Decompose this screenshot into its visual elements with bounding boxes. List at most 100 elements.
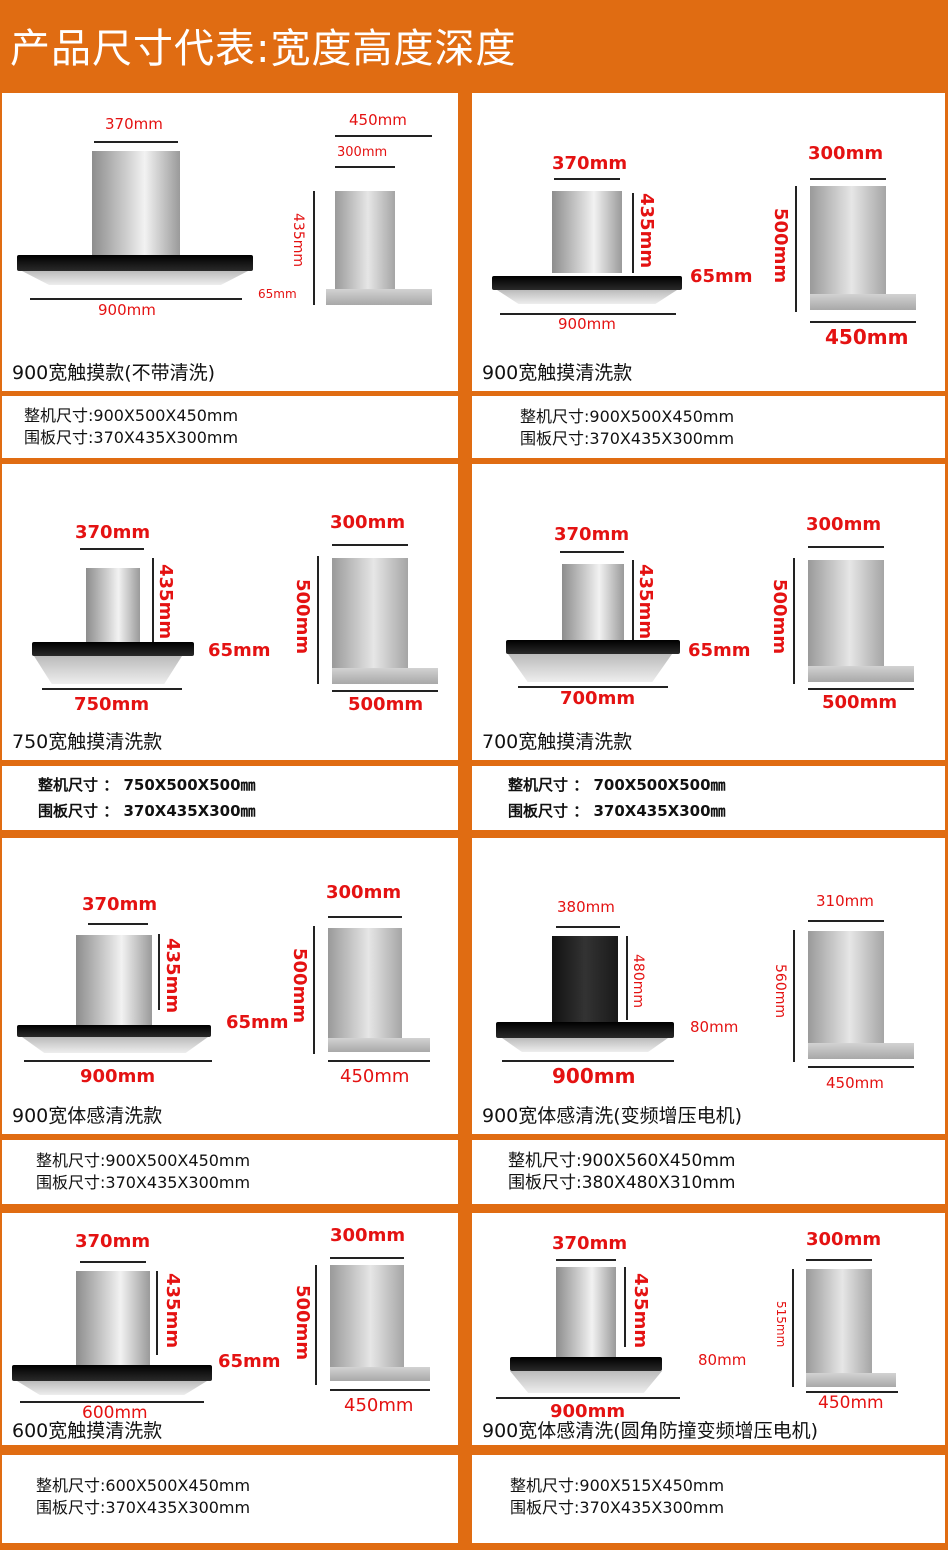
hood-canopy <box>22 271 248 285</box>
hood-base-side <box>328 1038 430 1052</box>
panel-size: 围板尺寸:370X435X300mm <box>24 428 239 447</box>
dimension-line <box>30 298 242 300</box>
dimension-line <box>632 193 634 273</box>
chimney-height-label: 435mm <box>636 193 657 269</box>
product-caption: 900宽体感清洗(变频增压电机) <box>482 1105 743 1127</box>
dimension-line <box>795 186 797 312</box>
chimney-front <box>552 191 622 273</box>
product-image-cell: 380mm 480mm 80mm 900mm 310mm 560mm 450mm… <box>472 838 945 1134</box>
hood-canopy <box>22 1037 208 1053</box>
dimension-line <box>328 1060 430 1062</box>
panel-size: 围板尺寸:380X480X310mm <box>508 1173 736 1193</box>
panel-height-label: 65mm <box>688 640 751 661</box>
dimension-line <box>518 686 668 688</box>
dimension-line <box>88 923 148 925</box>
chimney-depth-label: 310mm <box>816 892 874 910</box>
product-image-cell: 370mm 435mm 65mm 700mm 300mm 500mm 500mm… <box>472 464 945 760</box>
dimension-line <box>335 166 395 168</box>
chimney-front <box>552 936 618 1022</box>
product-caption: 750宽触摸清洗款 <box>12 731 163 753</box>
total-width-label: 900mm <box>550 1401 626 1422</box>
hood-base-side <box>808 666 914 682</box>
chimney-front <box>92 151 180 259</box>
dimension-line <box>156 1271 158 1355</box>
machine-size: 整机尺寸:900X500X450mm <box>36 1151 251 1170</box>
hood-canopy <box>497 290 677 304</box>
machine-size: 整机尺寸:900X515X450mm <box>510 1476 725 1495</box>
chimney-depth-label: 300mm <box>330 1225 406 1246</box>
total-width-label: 600mm <box>82 1403 148 1423</box>
chimney-side <box>328 928 402 1038</box>
dimension-line <box>810 321 916 323</box>
machine-size: 整机尺寸:900X500X450mm <box>520 407 735 426</box>
dimension-line <box>158 934 160 1010</box>
dimension-line <box>556 1259 616 1261</box>
dimension-line <box>315 1265 317 1385</box>
dimension-line <box>793 558 795 684</box>
base-depth-label: 450mm <box>344 1395 414 1416</box>
spec-cell: 整机尺寸:600X500X450mm 围板尺寸:370X435X300mm <box>2 1455 458 1543</box>
control-panel <box>506 640 680 654</box>
dimension-line <box>808 688 914 690</box>
chimney-width-label: 380mm <box>557 898 615 916</box>
dimension-line <box>330 1389 430 1391</box>
page-header: 产品尺寸代表:宽度高度深度 <box>0 0 948 90</box>
total-height-label: 500mm <box>292 1285 313 1361</box>
control-panel <box>17 1025 211 1037</box>
base-depth-label: 450mm <box>818 1393 884 1413</box>
base-depth-label: 450mm <box>340 1066 410 1087</box>
product-caption: 900宽体感清洗(圆角防撞变频增压电机) <box>482 1420 819 1442</box>
chimney-depth-label: 300mm <box>337 145 388 160</box>
chimney-height-label: 435mm <box>162 1273 183 1349</box>
base-depth-label: 450mm <box>826 1074 884 1092</box>
dimension-line <box>42 688 182 690</box>
base-depth-label: 500mm <box>822 692 898 713</box>
dimension-line <box>810 178 886 180</box>
spec-cell: 整机尺寸:900X500X450mm 围板尺寸:370X435X300mm <box>2 1140 458 1204</box>
panel-height-label: 80mm <box>698 1351 747 1369</box>
spec-cell: 整机尺寸:900X560X450mm 围板尺寸:380X480X310mm <box>472 1140 945 1204</box>
chimney-height-label: 435mm <box>290 213 306 267</box>
chimney-depth-label: 300mm <box>326 882 402 903</box>
dimension-line <box>632 560 634 640</box>
product-caption: 900宽体感清洗款 <box>12 1105 163 1127</box>
product-image-cell: 370mm 435mm 65mm 600mm 300mm 500mm 450mm… <box>2 1213 458 1445</box>
dimension-line <box>335 135 432 137</box>
panel-height-label: 65mm <box>258 287 297 301</box>
chimney-side <box>332 558 408 668</box>
chimney-width-label: 370mm <box>554 524 630 545</box>
panel-size: 围板尺寸:370X435X300mm <box>510 1498 725 1517</box>
chimney-side <box>335 191 395 289</box>
chimney-width-label: 370mm <box>552 153 628 174</box>
dimension-line <box>20 1401 204 1403</box>
chimney-depth-label: 300mm <box>806 514 882 535</box>
machine-size: 整机尺寸:900X500X450mm <box>24 406 239 425</box>
total-height-label: 560mm <box>772 964 788 1018</box>
top-width-label: 450mm <box>349 111 407 129</box>
chimney-height-label: 435mm <box>635 564 656 640</box>
chimney-depth-label: 300mm <box>808 143 884 164</box>
dimension-line <box>560 551 624 553</box>
total-width-label: 900mm <box>98 301 156 319</box>
chimney-side <box>808 931 884 1043</box>
dimension-line <box>94 141 178 143</box>
dimension-line <box>554 178 620 180</box>
product-caption: 900宽触摸清洗款 <box>482 362 633 384</box>
base-depth-label: 500mm <box>348 694 424 715</box>
total-height-label: 500mm <box>289 948 310 1024</box>
dimension-line <box>496 1397 680 1399</box>
hood-base-side <box>810 294 916 310</box>
panel-height-label: 65mm <box>226 1012 289 1033</box>
dimension-line <box>152 558 154 642</box>
chimney-front <box>76 935 152 1025</box>
hood-canopy <box>510 1371 662 1393</box>
dimension-line <box>500 313 676 315</box>
total-height-label: 500mm <box>770 208 791 284</box>
chimney-width-label: 370mm <box>105 115 163 133</box>
dimension-line <box>502 1060 674 1062</box>
product-caption: 600宽触摸清洗款 <box>12 1420 163 1442</box>
hood-canopy <box>34 656 182 684</box>
spec-cell: 整机尺寸:900X500X450mm 围板尺寸:370X435X300mm <box>2 396 458 458</box>
total-height-label: 500mm <box>292 579 313 655</box>
chimney-side <box>330 1265 404 1367</box>
